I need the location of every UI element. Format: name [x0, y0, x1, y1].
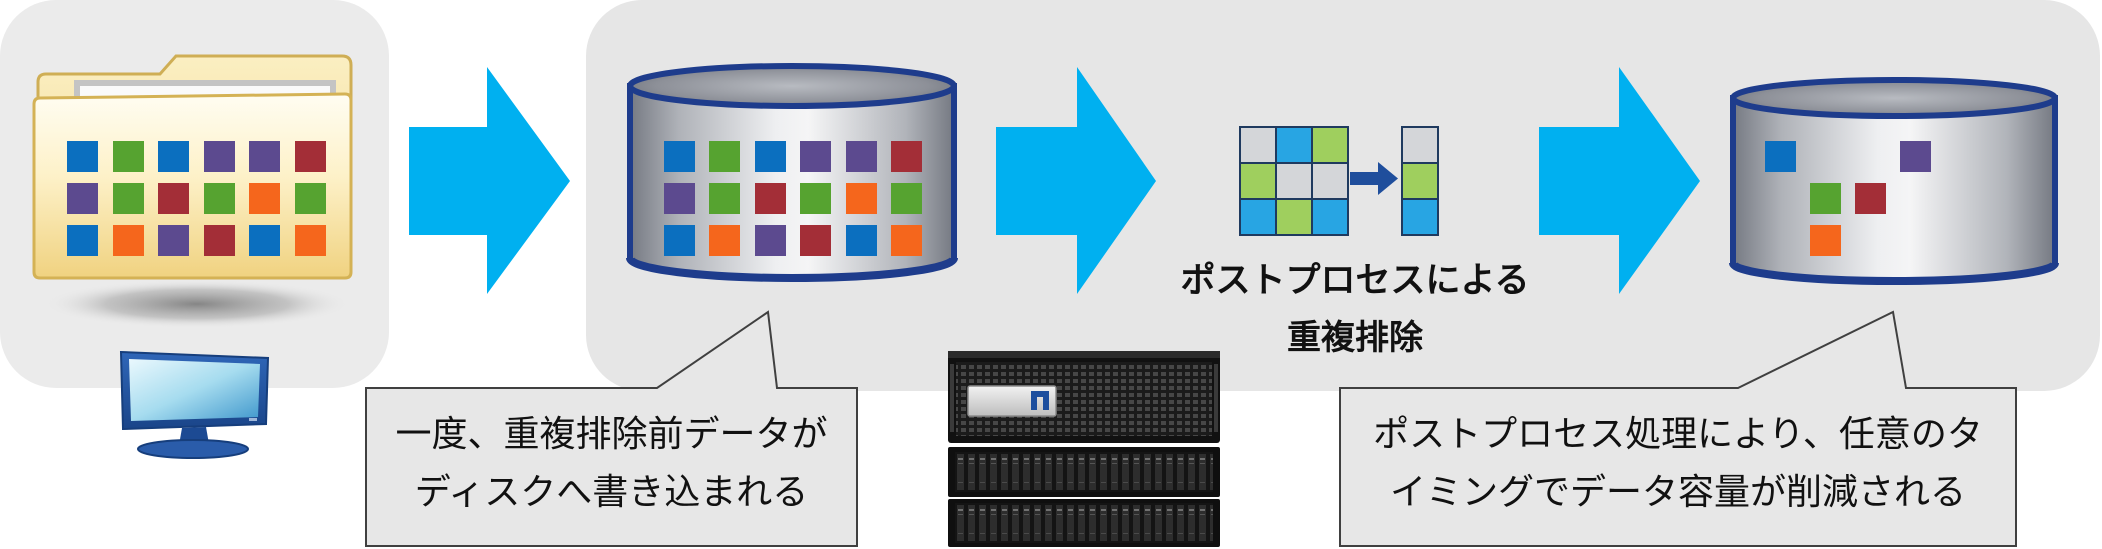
data-block [204, 141, 235, 172]
data-block [295, 141, 326, 172]
data-block [204, 225, 235, 256]
dedup-cell [1239, 126, 1277, 164]
callout-reduce-line2: イミングでデータ容量が削減される [1389, 472, 1966, 513]
dedup-cell [1401, 126, 1439, 164]
data-block [249, 141, 280, 172]
data-block [158, 183, 189, 214]
dedup-result-column [1401, 126, 1439, 236]
data-block [295, 183, 326, 214]
folder-shadow [45, 280, 349, 328]
dedup-cell [1275, 198, 1313, 236]
data-block [249, 183, 280, 214]
data-block [204, 183, 235, 214]
arrow-right-icon [1539, 67, 1700, 294]
disk-storage-icon [1729, 77, 2059, 285]
callout-reduce-line1: ポストプロセス処理により、任意のタ [1373, 414, 1983, 455]
stored-data-blocks-after [1765, 141, 1931, 256]
cylinder-body [1730, 95, 2058, 284]
data-block [158, 225, 189, 256]
data-block [1900, 141, 1931, 172]
deduplication-icon [1239, 126, 1439, 236]
monitor-icon [119, 350, 270, 459]
callout-reduce-text: ポストプロセス処理により、任意のタ イミングでデータ容量が削減される [1340, 406, 2016, 522]
dedup-cell [1311, 162, 1349, 200]
monitor-base [137, 439, 249, 459]
dedup-cell [1401, 162, 1439, 200]
data-block [295, 225, 326, 256]
data-block [800, 225, 831, 256]
folder-icon [32, 54, 353, 328]
data-block [1810, 225, 1841, 256]
data-block [755, 141, 786, 172]
arrow-right-icon [409, 67, 570, 294]
dedup-cell [1311, 126, 1349, 164]
data-block [755, 225, 786, 256]
data-block [891, 183, 922, 214]
drive-shelf [948, 447, 1220, 497]
dedup-arrow-shaft [1350, 172, 1380, 185]
disk-storage-icon [626, 63, 958, 282]
dedup-label-line2: 重複排除 [1287, 318, 1423, 358]
data-block [113, 141, 144, 172]
data-block [67, 183, 98, 214]
cylinder-top [1730, 77, 2058, 119]
data-block [664, 225, 695, 256]
drive-shelf [948, 499, 1220, 547]
data-block [709, 183, 740, 214]
data-block [846, 225, 877, 256]
data-block [664, 183, 695, 214]
controller-unit [948, 351, 1220, 443]
data-block [709, 141, 740, 172]
cylinder-bottom-rim [626, 256, 958, 282]
callout-reduce-bubble [1339, 310, 2017, 547]
dedup-cell [1275, 126, 1313, 164]
dedup-arrow-head [1378, 162, 1398, 195]
cylinder-bottom-rim [1729, 261, 2059, 285]
data-block [158, 141, 189, 172]
data-block [67, 225, 98, 256]
data-block [891, 225, 922, 256]
callout-write-text: 一度、重複排除前データが ディスクへ書き込まれる [366, 406, 857, 522]
controller-label-plate [967, 385, 1057, 417]
data-block [664, 141, 695, 172]
monitor-screen [129, 359, 260, 421]
callout-write-line1: 一度、重複排除前データが [395, 414, 828, 455]
data-block [113, 183, 144, 214]
dedup-cell [1401, 198, 1439, 236]
data-block [846, 183, 877, 214]
data-block [67, 141, 98, 172]
data-block [846, 141, 877, 172]
data-block [249, 225, 280, 256]
data-block [800, 141, 831, 172]
data-block [1765, 141, 1796, 172]
cylinder-top [627, 63, 957, 109]
stored-data-blocks-before [664, 141, 922, 256]
dedup-cell [1239, 198, 1277, 236]
dedup-cell [1275, 162, 1313, 200]
dedup-cell [1311, 198, 1349, 236]
brand-logo-icon [1031, 391, 1049, 410]
data-block [800, 183, 831, 214]
storage-system-icon [948, 351, 1220, 547]
dedup-cell [1239, 162, 1277, 200]
callout-write-bubble [365, 310, 858, 547]
data-block [113, 225, 144, 256]
dedup-source-grid [1239, 126, 1349, 236]
data-block [709, 225, 740, 256]
monitor-power-indicator [249, 418, 257, 421]
data-block [1810, 183, 1841, 214]
folder-data-blocks [67, 141, 326, 256]
data-block [1855, 183, 1886, 214]
callout-write-line2: ディスクへ書き込まれる [414, 472, 809, 513]
data-block [755, 183, 786, 214]
data-block [891, 141, 922, 172]
dedup-label-line1: ポストプロセスによる [1180, 261, 1530, 301]
arrow-right-icon [996, 67, 1156, 294]
